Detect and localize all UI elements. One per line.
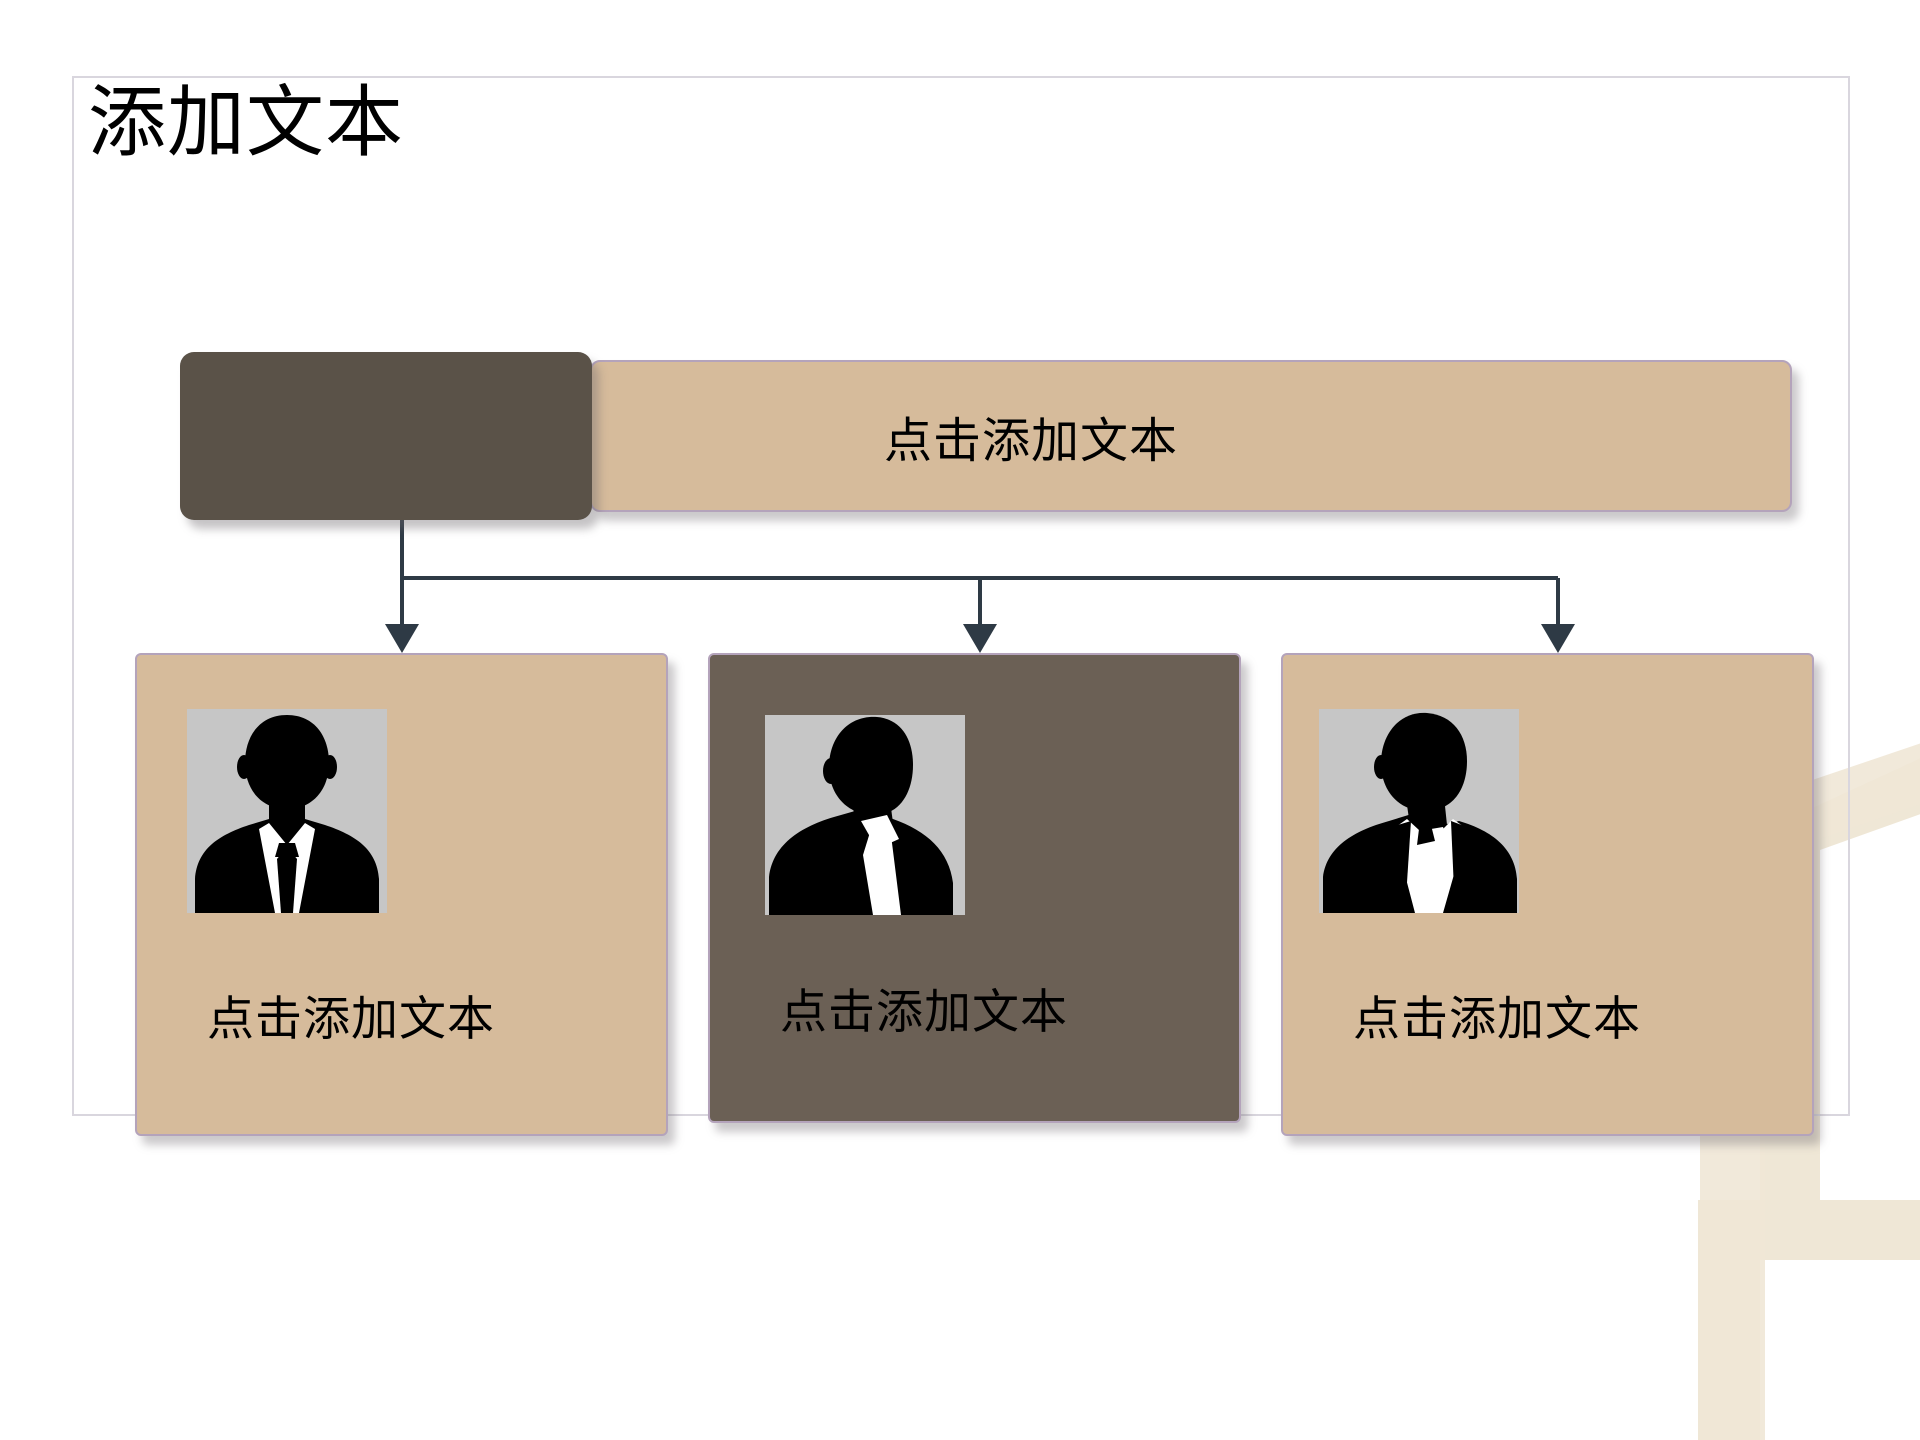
banner-text-bar[interactable]: 点击添加文本 [590,360,1792,512]
businessman-silhouette-front-icon [187,709,387,913]
card-2-label: 点击添加文本 [780,985,1068,1038]
card-3-label: 点击添加文本 [1353,992,1641,1045]
card-1[interactable]: 点击添加文本 [135,653,668,1136]
card-1-label: 点击添加文本 [207,992,495,1045]
businessman-silhouette-side-icon [765,715,965,915]
card-3[interactable]: 点击添加文本 [1281,653,1814,1136]
card-2[interactable]: 点击添加文本 [708,653,1241,1123]
page-title: 添加文本 [88,78,405,166]
banner-dark-tab[interactable] [180,352,592,520]
banner-label: 点击添加文本 [883,415,1178,468]
businessman-silhouette-angled-icon [1319,709,1519,913]
top-banner: 点击添加文本 [180,352,1792,520]
